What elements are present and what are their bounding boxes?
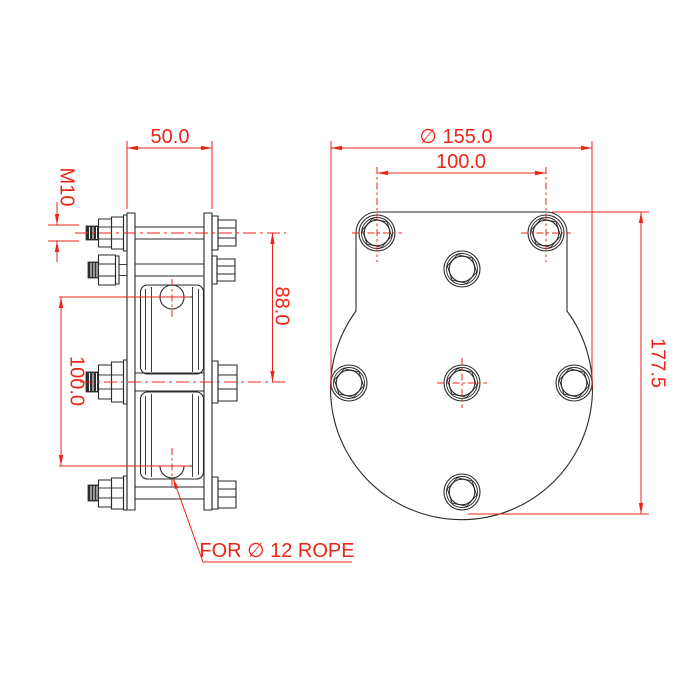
dimension-thread-size: M10 [48, 168, 79, 262]
side-view: 50.0 M10 88.0 100.0 [48, 126, 355, 563]
rope-note: FOR ∅ 12 ROPE [172, 477, 355, 563]
dimension-label-overall-height: 177.5 [647, 338, 669, 388]
bolt-shafts [135, 226, 204, 500]
nut-stack-bottom [87, 475, 128, 511]
dimension-hole-pitch: 100.0 [377, 151, 546, 176]
dimension-label-plate-diameter: ∅ 155.0 [419, 126, 492, 148]
side-centerlines [59, 232, 286, 487]
front-centerlines [352, 167, 571, 408]
rope-note-label: FOR ∅ 12 ROPE [199, 540, 354, 562]
plate-outline [329, 211, 594, 521]
bolt-head-second [211, 255, 236, 285]
dimension-label-plate-width: 50.0 [151, 126, 190, 148]
front-view: ∅ 155.0 100.0 177.5 [329, 126, 669, 521]
dimension-sheave-diameter: 100.0 [58, 297, 88, 466]
dimension-plate-diameter: ∅ 155.0 [330, 126, 593, 390]
bolt-head-bottom [211, 476, 237, 510]
dimension-label-axle-offset: 88.0 [271, 287, 293, 326]
nut-stack-second [87, 254, 127, 286]
dimension-label-thread-size: M10 [56, 168, 78, 207]
dimension-overall-height: 177.5 [468, 211, 669, 515]
dimension-axle-offset: 88.0 [270, 233, 293, 382]
dimension-plate-width: 50.0 [126, 126, 213, 209]
dimension-label-hole-pitch: 100.0 [436, 151, 486, 173]
dimension-label-sheave-diameter: 100.0 [66, 356, 88, 406]
